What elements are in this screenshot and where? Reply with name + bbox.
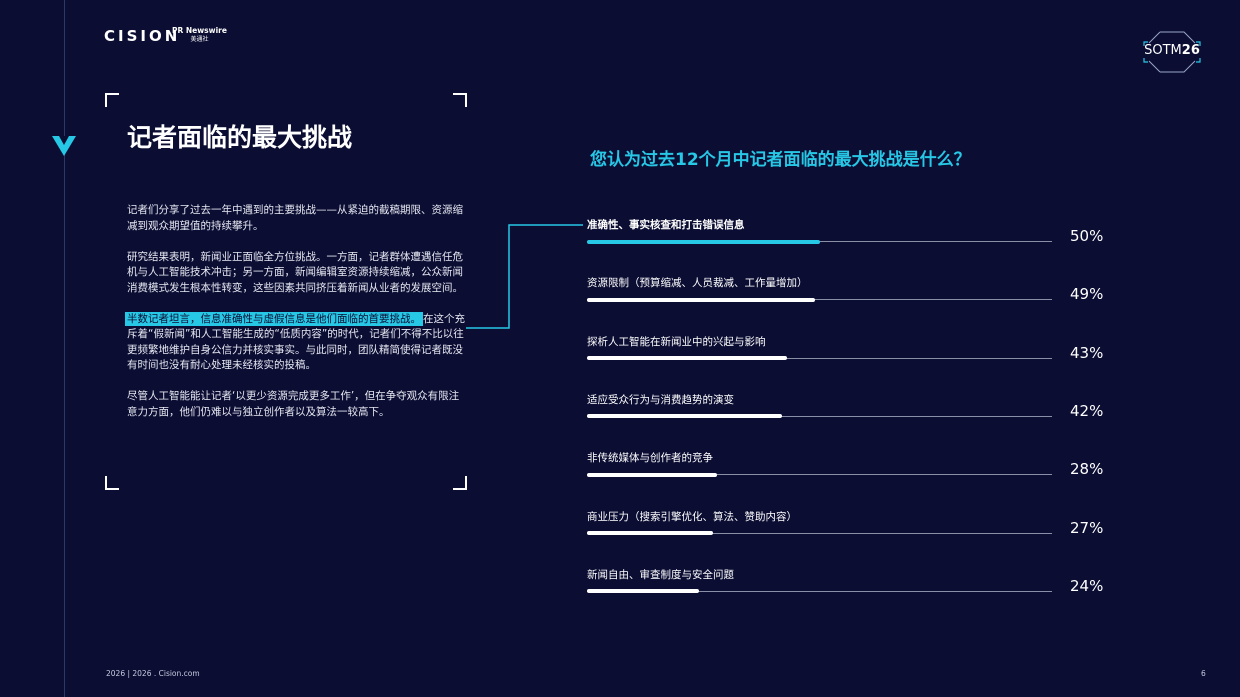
value-label: 43%: [1070, 343, 1104, 362]
footer-text: 2026 | 2026 . Cision.com: [106, 669, 200, 678]
value-label: 49%: [1070, 285, 1104, 304]
bar-track: [587, 357, 1052, 359]
bar-track: [587, 415, 1052, 417]
bar: [587, 531, 713, 535]
sotm-badge: SOTM26: [1143, 30, 1201, 74]
cision-logo: CISION: [104, 27, 181, 45]
bar: [587, 239, 820, 244]
left-vertical-rule: [64, 0, 65, 697]
bar-track: [587, 590, 1052, 592]
bar-track: [587, 241, 1052, 242]
category-label: 新闻自由、审查制度与安全问题: [587, 568, 734, 581]
prnewswire-logo-line2: 美通社: [190, 35, 209, 43]
bar: [587, 589, 699, 594]
badge-text: SOTM26: [1143, 43, 1201, 58]
value-label: 42%: [1070, 401, 1104, 420]
chart-row: 探析人工智能在新闻业中的兴起与影响 43%: [587, 334, 1107, 374]
bar-track: [587, 299, 1052, 301]
value-label: 28%: [1070, 460, 1104, 479]
prnewswire-logo: PR Newswire 美通社: [172, 27, 227, 43]
category-label: 商业压力（搜索引擎优化、算法、赞助内容）: [587, 510, 797, 523]
down-triangle-icon: [52, 136, 76, 156]
frame-corner-bottom-right: [453, 476, 467, 490]
chart-title: 您认为过去12个月中记者面临的最大挑战是什么？: [590, 150, 971, 170]
bar-track: [587, 474, 1052, 476]
chart-row: 非传统媒体与创作者的竞争 28%: [587, 450, 1107, 490]
badge-suffix: 26: [1181, 43, 1200, 58]
page-title: 记者面临的最大挑战: [127, 123, 353, 152]
paragraph-intro: 记者们分享了过去一年中遇到的主要挑战——从紧迫的截稿期限、资源缩减到观众期望值的…: [127, 204, 463, 232]
category-label: 非传统媒体与创作者的竞争: [587, 452, 713, 465]
bar: [587, 414, 783, 419]
badge-frame-icon: [1143, 31, 1201, 73]
body-text: 记者们分享了过去一年中遇到的主要挑战——从紧迫的截稿期限、资源缩减到观众期望值的…: [125, 203, 467, 436]
value-label: 24%: [1070, 576, 1104, 595]
bar: [587, 297, 815, 302]
value-label: 50%: [1070, 227, 1104, 245]
paragraph-accuracy-rest: 在这个充斥着“假新闻”和人工智能生成的“低质内容”的时代，记者们不得不比以往更频…: [127, 312, 465, 372]
chart-row: 适应受众行为与消费趋势的演变 42%: [587, 392, 1107, 432]
chart-row: 新闻自由、审查制度与安全问题 24%: [587, 567, 1107, 607]
highlighted-sentence: 半数记者坦言，信息准确性与虚假信息是他们面临的首要挑战。: [125, 311, 423, 326]
bar: [587, 356, 787, 361]
chart-row: 商业压力（搜索引擎优化、算法、赞助内容） 27%: [587, 509, 1107, 549]
paragraph-findings: 研究结果表明，新闻业正面临全方位挑战。一方面，记者群体遭遇信任危机与人工智能技术…: [127, 250, 463, 294]
category-label: 适应受众行为与消费趋势的演变: [587, 393, 734, 406]
category-label: 准确性、事实核查和打击错误信息: [587, 219, 745, 231]
prnewswire-logo-line1: PR Newswire: [172, 26, 227, 35]
value-label: 27%: [1070, 518, 1104, 537]
bar: [587, 472, 718, 477]
category-label: 资源限制（预算缩减、人员裁减、工作量增加）: [587, 277, 808, 290]
bar-track: [587, 532, 1052, 534]
paragraph-ai: 尽管人工智能能让记者‘以更少资源完成更多工作’，但在争夺观众有限注意力方面，他们…: [127, 390, 460, 418]
frame-corner-top-right: [453, 93, 467, 107]
frame-corner-top-left: [105, 93, 119, 107]
chart-row: 资源限制（预算缩减、人员裁减、工作量增加） 49%: [587, 275, 1107, 315]
paragraph-accuracy: 半数记者坦言，信息准确性与虚假信息是他们面临的首要挑战。在这个充斥着“假新闻”和…: [125, 311, 467, 374]
badge-prefix: SOTM: [1144, 43, 1182, 58]
chart-row: 准确性、事实核查和打击错误信息 50%: [587, 217, 1107, 257]
category-label: 探析人工智能在新闻业中的兴起与影响: [587, 335, 766, 348]
frame-corner-bottom-left: [105, 476, 119, 490]
page-number: 6: [1201, 669, 1206, 678]
